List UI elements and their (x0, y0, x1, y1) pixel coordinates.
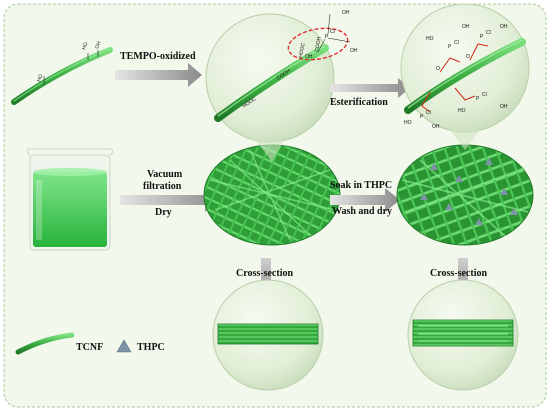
sphere-carboxylated: HOOC COOH HOOC COOH P Cl OH OH OH (205, 10, 358, 143)
label-soak: Soak in THPC (330, 180, 393, 191)
ester-oxygen-2: O (466, 54, 470, 60)
label-wash: Wash and dry (332, 206, 393, 217)
label-esterification: Esterification (330, 97, 388, 108)
zoom-cone-2 (450, 130, 480, 150)
label-filtration: filtration (143, 181, 182, 192)
tcnf-fiber: HO HO OH (11, 40, 113, 105)
ester-phosphorus-2: P (480, 34, 484, 40)
zoom-cone-1 (256, 140, 284, 162)
ester-hydroxyl-4: OH (500, 104, 508, 110)
sphere-esterified: P P P P Cl Cl Cl Cl HO OH OH OH HO HO OH… (400, 3, 530, 133)
carboxyl-label-3: HOOC (298, 42, 307, 58)
ester-chloride-1: Cl (454, 40, 459, 46)
label-cross-section-2: Cross-section (430, 268, 488, 279)
arrow-tempo (115, 63, 202, 87)
ester-hydroxyl-1: HO (426, 36, 434, 42)
hydroxyl-label-1: HO (36, 73, 44, 82)
legend-thpc-swatch (116, 339, 132, 353)
label-tempo: TEMPO-oxidized (120, 51, 196, 62)
ester-oxygen-1: O (436, 66, 440, 72)
ester-phosphorus-4: P (420, 114, 424, 120)
thpc-hydroxyl-1: OH (342, 10, 350, 16)
arrow-soak (330, 188, 400, 212)
thpc-hydroxyl-3: OH (305, 54, 313, 60)
phosphorus-label: P (325, 34, 329, 40)
legend-thpc-label: THPC (137, 342, 165, 353)
cross-section-sphere-2 (407, 279, 519, 391)
ester-hydroxyl-2: OH (462, 24, 470, 30)
ester-hydroxyl-5: HO (458, 108, 466, 114)
label-vacuum: Vacuum (147, 169, 183, 180)
hydroxyl-label-2: HO (81, 41, 89, 50)
thpc-membrane (396, 144, 534, 246)
ester-phosphorus-1: P (448, 44, 452, 50)
thpc-hydroxyl-2: OH (350, 48, 358, 54)
arrow-esterification (330, 78, 410, 98)
arrow-vacuum-filtration (120, 188, 220, 212)
cross-section-sphere-1 (212, 279, 324, 391)
ester-chloride-3: Cl (482, 92, 487, 98)
ester-hydroxyl-7: OH (432, 124, 440, 130)
legend (15, 332, 132, 355)
ester-chloride-4: Cl (426, 110, 431, 116)
label-cross-section-1: Cross-section (236, 268, 294, 279)
chloride-label: Cl (330, 29, 335, 35)
label-dry: Dry (155, 207, 172, 218)
ester-phosphorus-3: P (476, 96, 480, 102)
hydroxyl-label-3: OH (94, 40, 102, 49)
legend-tcnf-label: TCNF (76, 342, 104, 353)
thpc-particles (420, 158, 518, 225)
beaker (26, 148, 114, 251)
ester-chloride-2: Cl (486, 30, 491, 36)
ester-hydroxyl-6: HO (404, 120, 412, 126)
legend-tcnf-swatch (15, 332, 75, 355)
ester-hydroxyl-3: OH (500, 24, 508, 30)
carboxyl-label-4: COOH (314, 36, 323, 52)
reaction-site-ring (287, 27, 349, 61)
